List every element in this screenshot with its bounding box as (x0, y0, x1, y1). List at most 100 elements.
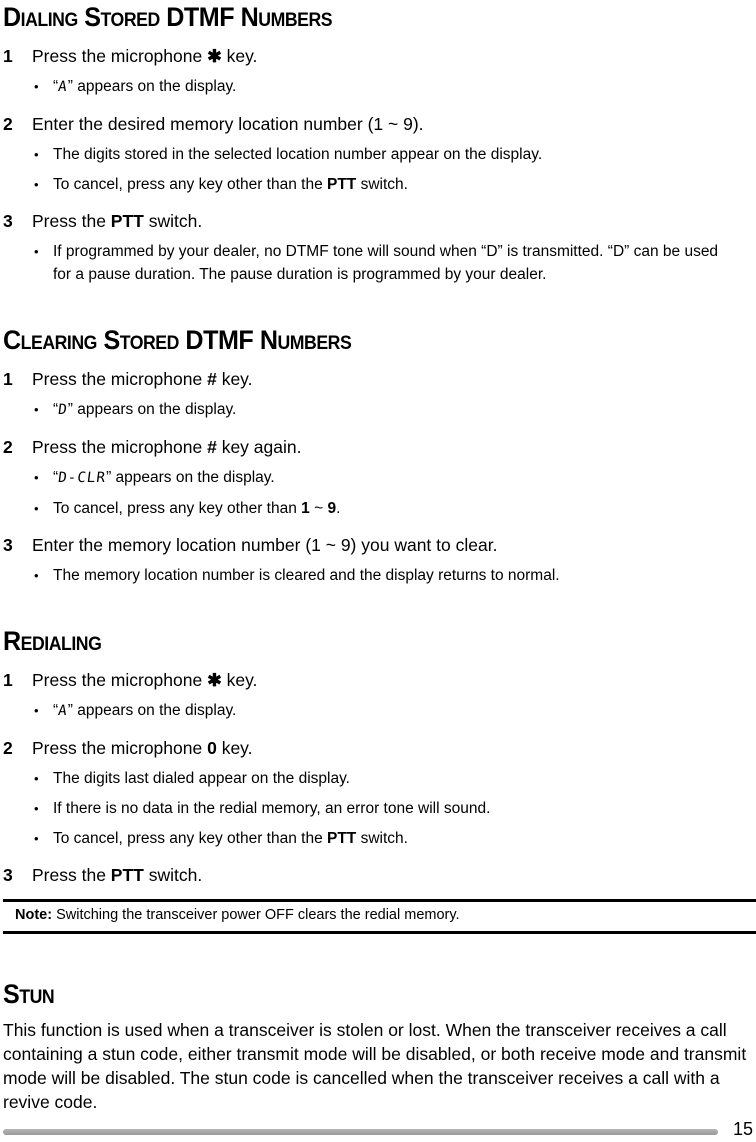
section-stun: Stun This function is used when a transc… (3, 980, 756, 1114)
step-item: 2 Enter the desired memory location numbe… (3, 112, 756, 136)
step-number: 3 (3, 211, 13, 231)
section-heading: Stun (3, 979, 55, 1009)
step-item: 1 Press the microphone ✱ key. (3, 44, 756, 68)
text-segment: To cancel, press any key other than the (53, 830, 327, 847)
bullet-text: “A” appears on the display. (53, 75, 729, 99)
bullet-item: •The digits last dialed appear on the di… (34, 767, 756, 790)
text-segment: The digits last dialed appear on the dis… (53, 770, 350, 787)
text-segment: Press the microphone (32, 437, 208, 457)
stun-paragraph: This function is used when a transceiver… (3, 1020, 747, 1112)
bullet-item: • “A” appears on the display. (34, 75, 756, 99)
text-segment: ” appears on the display. (67, 401, 237, 418)
step-text: Enter the desired memory location number… (32, 112, 756, 136)
text-segment: # (207, 437, 217, 457)
bullet-dot: • (34, 831, 39, 846)
bullet-text: “A” appears on the display. (53, 699, 729, 723)
step-number: 1 (3, 670, 13, 690)
step-text: Press the microphone ✱ key. (32, 44, 756, 68)
text-segment: key. (221, 46, 258, 66)
text-segment: Enter the memory location number (1 ~ 9)… (32, 535, 498, 555)
text-segment: key again. (216, 437, 302, 457)
bullet-item: • To cancel, press any key other than the… (34, 173, 756, 196)
text-segment: . (336, 500, 341, 517)
page-number: 15 (732, 1119, 753, 1139)
bullet-text: To cancel, press any key other than the … (53, 173, 729, 196)
text-segment: key. (216, 738, 253, 758)
bullet-text: If there is no data in the redial memory… (53, 797, 729, 820)
text-segment: PTT (110, 865, 144, 885)
bullet-dot: • (34, 470, 39, 485)
text-segment: ” appears on the display. (67, 702, 237, 719)
step-text: Enter the memory location number (1 ~ 9)… (32, 533, 756, 557)
bullet-text: The digits last dialed appear on the dis… (53, 767, 729, 790)
bullet-text: If programmed by your dealer, no DTMF to… (53, 240, 729, 286)
text-segment: “ (53, 401, 59, 418)
bullet-text: To cancel, press any key other than 1 ~ … (53, 497, 729, 520)
text-segment: If programmed by your dealer, no DTMF to… (53, 243, 719, 283)
text-segment: Press the (32, 865, 111, 885)
bullet-dot: • (34, 79, 39, 94)
step-item: 3 Press the PTT switch. (3, 209, 756, 233)
step-number: 2 (3, 437, 13, 457)
text-segment: PTT (327, 176, 357, 193)
step-number: 1 (3, 46, 13, 66)
text-segment: Press the microphone (32, 738, 208, 758)
text-segment: The digits stored in the selected locati… (53, 146, 543, 163)
step-text: Press the microphone ✱ key. (32, 668, 756, 692)
section-dialing-stored-dtmf-numbers: Dialing Stored DTMF Numbers 1 Press the mi… (3, 3, 756, 286)
footer-rule (3, 1129, 718, 1135)
text-segment: PTT (110, 211, 144, 231)
section-heading: Dialing Stored DTMF Numbers (3, 2, 333, 32)
note-box: Note: Switching the transceiver power OF… (3, 899, 756, 934)
text-segment: ✱ (207, 670, 222, 690)
bullet-text: The digits stored in the selected locati… (53, 143, 729, 166)
bullet-dot: • (34, 402, 39, 417)
lcd-display-text: D (57, 402, 69, 418)
text-segment: ” appears on the display. (67, 78, 237, 95)
step-number: 3 (3, 535, 13, 555)
bullet-dot: • (34, 703, 39, 718)
bullet-dot: • (34, 801, 39, 816)
bullet-item: •“D-CLR” appears on the display. (34, 466, 756, 490)
text-segment: ” appears on the display. (106, 469, 275, 486)
text-segment: Press the (32, 211, 111, 231)
text-segment: “ (53, 702, 59, 719)
bullet-dot: • (34, 147, 39, 162)
step-text: Press the PTT switch. (32, 863, 756, 887)
step-number: 2 (3, 114, 13, 134)
note-text: Switching the transceiver power OFF clea… (56, 907, 460, 923)
text-segment: To cancel, press any key other than (53, 500, 302, 517)
text-segment: ✱ (207, 46, 222, 66)
step-number: 1 (3, 369, 13, 389)
bullet-item: • To cancel, press any key other than 1 ~… (34, 497, 756, 520)
step-text: Press the microphone # key again. (32, 435, 756, 459)
text-segment: switch. (356, 176, 408, 193)
section-heading: Redialing (3, 626, 102, 656)
text-segment: To cancel, press any key other than the (53, 176, 327, 193)
bullet-text: To cancel, press any key other than the … (53, 827, 729, 850)
bullet-item: • If there is no data in the redial memor… (34, 797, 756, 820)
text-segment: switch. (356, 830, 408, 847)
step-item: 1 Press the microphone # key. (3, 367, 756, 391)
text-segment: 1 (301, 500, 310, 517)
text-segment: If there is no data in the redial memory… (53, 800, 491, 817)
bullet-item: • “D” appears on the display. (34, 398, 756, 422)
bullet-dot: • (34, 501, 39, 516)
text-segment: ~ (309, 500, 328, 517)
lcd-display-text: A (57, 79, 69, 95)
note-label: Note: (15, 907, 53, 923)
text-segment: key. (216, 369, 253, 389)
bullet-item: • “A” appears on the display. (34, 699, 756, 723)
text-segment: switch. (143, 211, 203, 231)
text-segment: key. (221, 670, 258, 690)
bullet-dot: • (34, 568, 39, 583)
text-segment: # (207, 369, 217, 389)
bullet-dot: • (34, 177, 39, 192)
text-segment: Press the microphone (32, 369, 208, 389)
step-item: 3 Enter the memory location number (1 ~ 9… (3, 533, 756, 557)
